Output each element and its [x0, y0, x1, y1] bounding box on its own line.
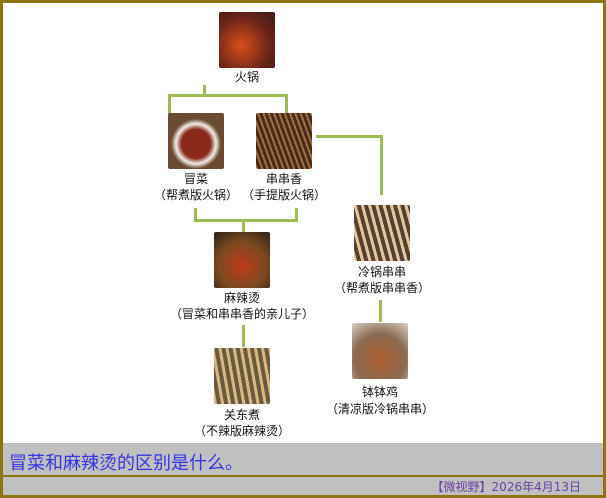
connector — [242, 325, 245, 347]
chuanchuan-image — [256, 113, 312, 169]
connector — [203, 85, 206, 96]
divider — [3, 475, 603, 477]
maocai-label: 冒菜 — [183, 172, 208, 186]
footer-source-date: 【微视野】2026年4月13日 — [3, 477, 603, 495]
maocai-note: （帮煮版火锅） — [153, 188, 238, 202]
connector — [285, 94, 288, 114]
lengguo-label: 冷锅串串 — [357, 265, 406, 279]
connector — [379, 300, 382, 322]
connector — [194, 208, 197, 221]
lengguo-image — [354, 205, 410, 261]
connector — [194, 219, 298, 222]
food-family-diagram: 火锅 冒菜 （帮煮版火锅） 串串香 （手提版火锅） 麻辣烫 （冒菜和串串香的亲儿… — [3, 3, 603, 443]
maocai-image — [168, 113, 224, 169]
bobo-label: 钵钵鸡 — [361, 385, 398, 399]
guandong-note: （不辣版麻辣烫） — [193, 424, 290, 438]
connector — [295, 208, 298, 221]
bobo-note: （清凉版冷锅串串） — [325, 402, 434, 416]
connector — [242, 219, 245, 232]
connector — [316, 135, 383, 138]
connector — [380, 135, 383, 195]
caption: 冒菜和麻辣烫的区别是什么。 — [3, 443, 603, 475]
malatang-note: （冒菜和串串香的亲儿子） — [169, 307, 314, 321]
malatang-label: 麻辣烫 — [223, 291, 260, 305]
connector — [168, 94, 288, 97]
chuanchuan-note: （手提版火锅） — [241, 188, 326, 202]
lengguo-note: （帮煮版串串香） — [333, 281, 430, 295]
malatang-image — [214, 232, 270, 288]
chuanchuan-label: 串串香 — [265, 172, 302, 186]
hotpot-label: 火锅 — [234, 70, 259, 84]
hotpot-image — [219, 12, 275, 68]
guandong-label: 关东煮 — [223, 408, 260, 422]
bobo-image — [352, 323, 408, 379]
connector — [168, 94, 171, 114]
guandong-image — [214, 348, 270, 404]
